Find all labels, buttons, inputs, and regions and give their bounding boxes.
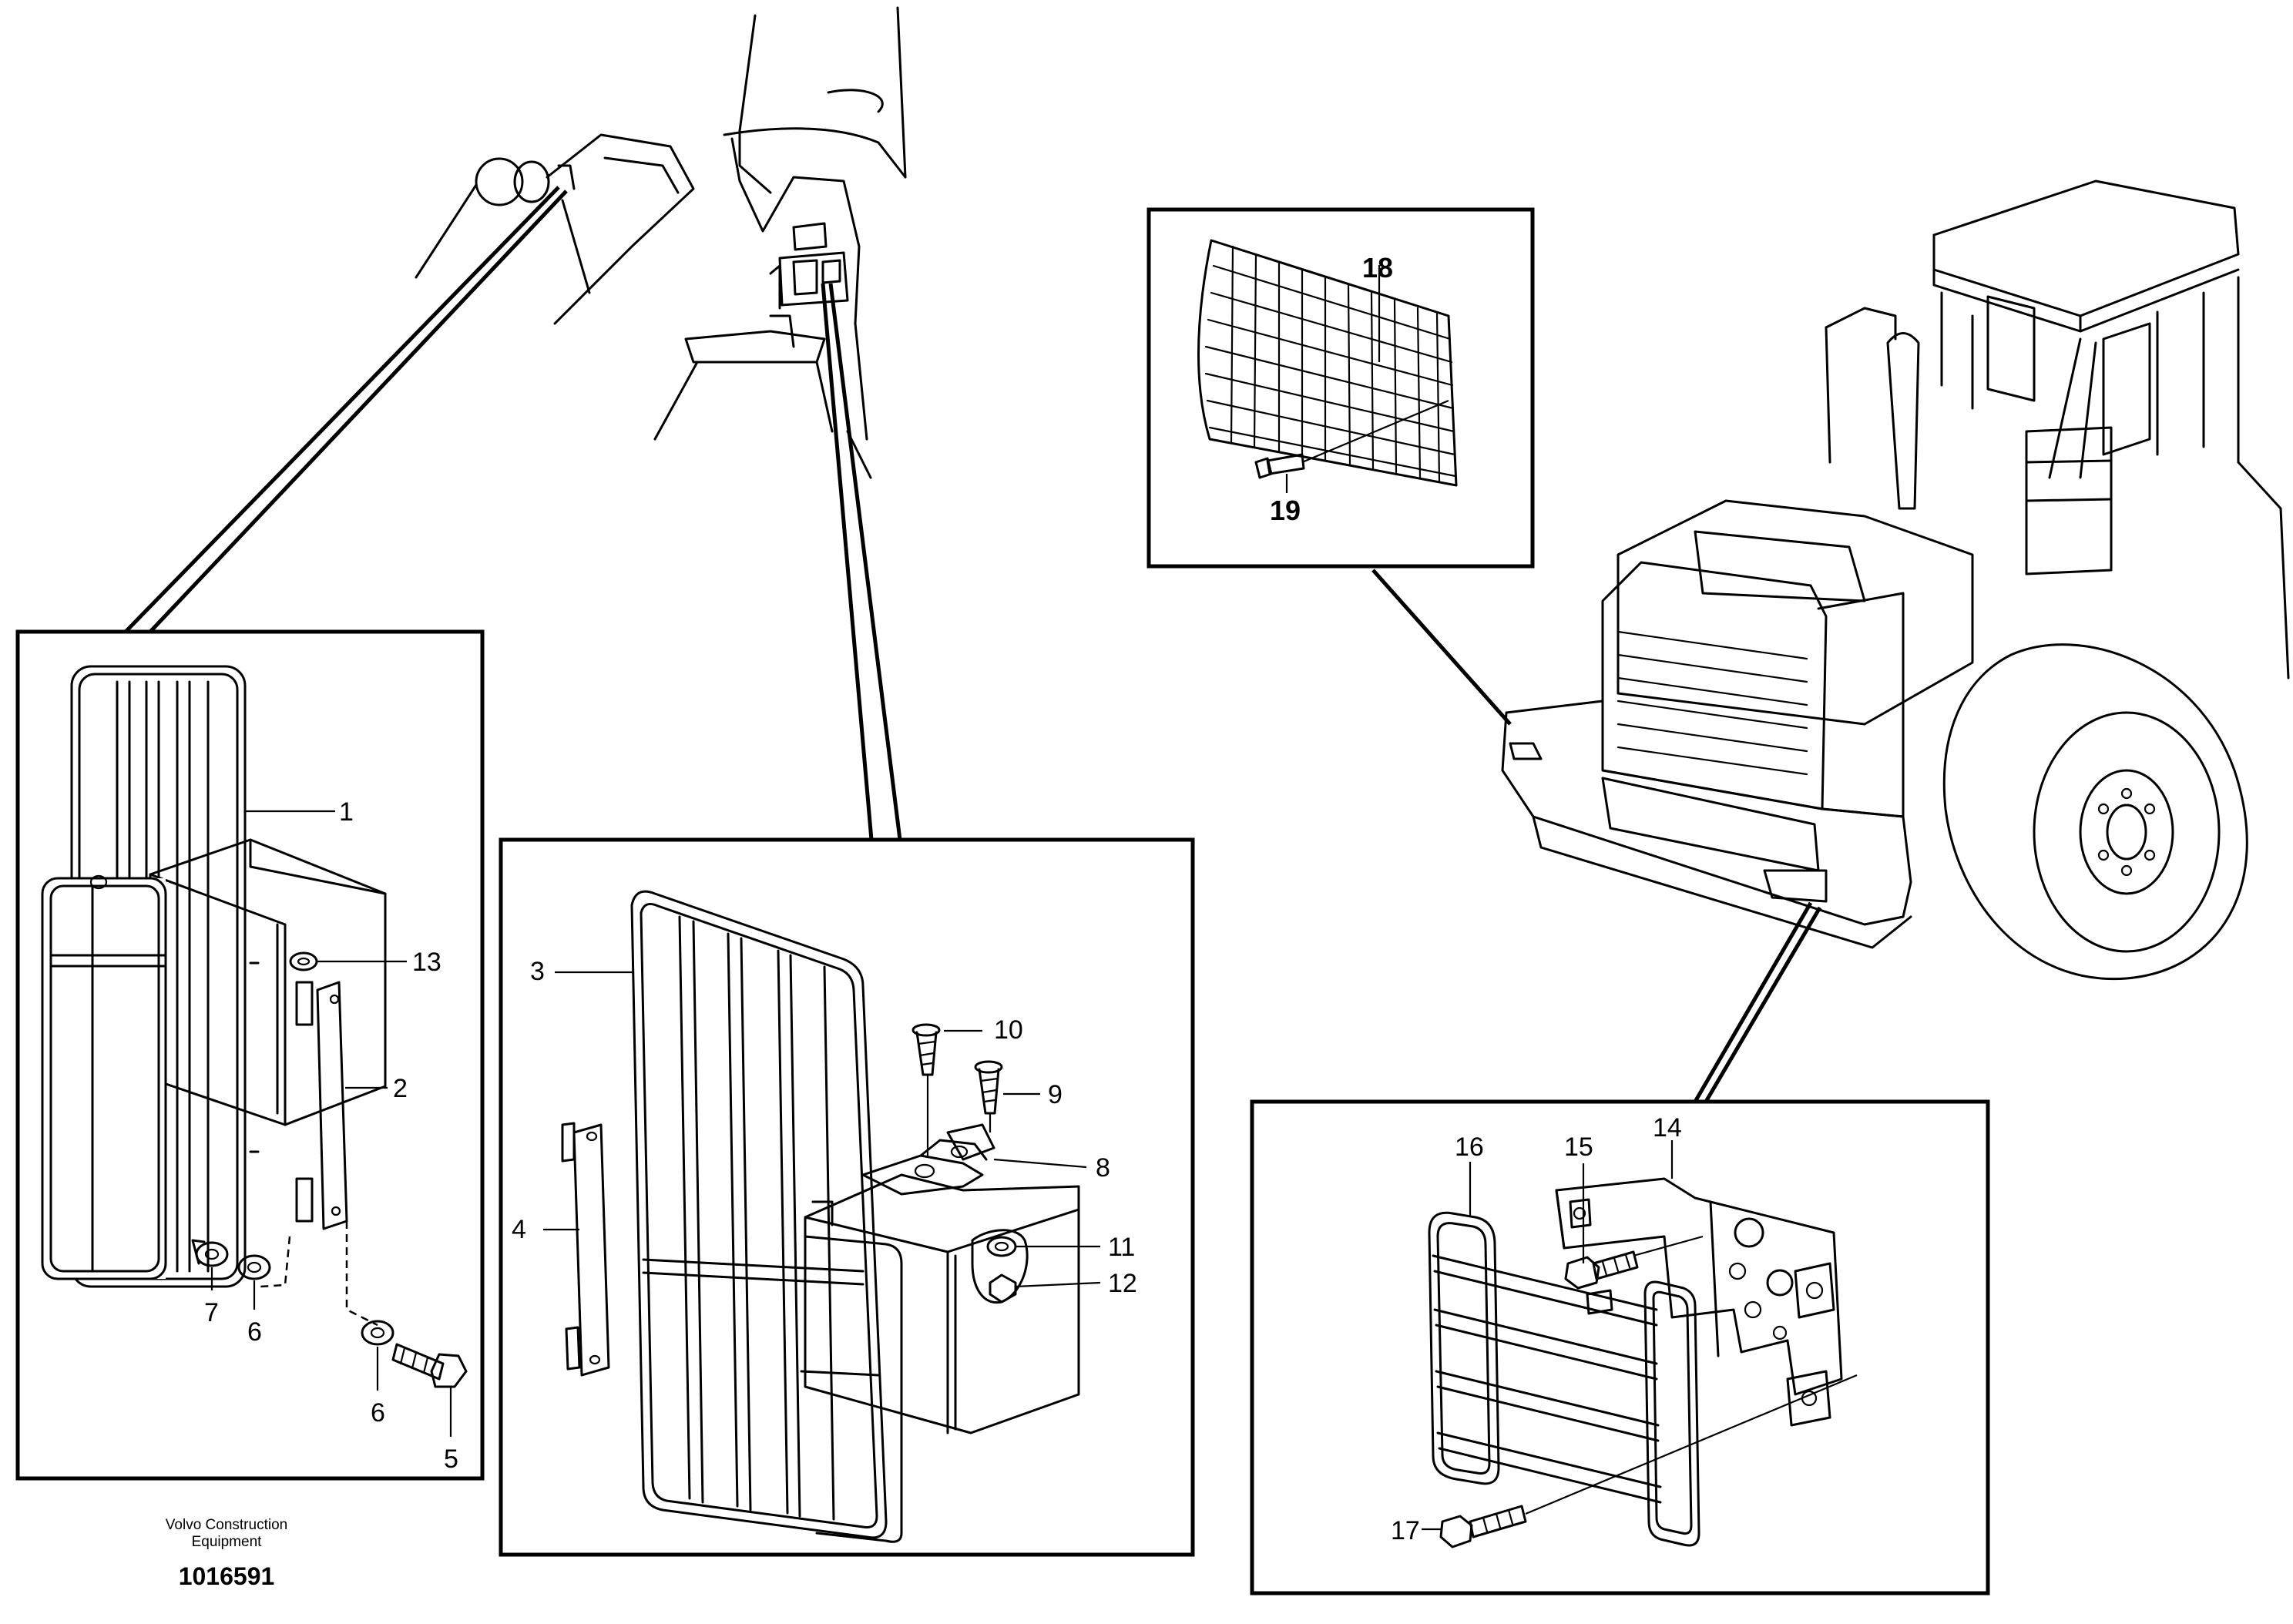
callout-14: 14 bbox=[1653, 1113, 1682, 1143]
callout-7: 7 bbox=[204, 1298, 219, 1327]
wheel-loader-front bbox=[1501, 180, 2290, 981]
machine-rear-view bbox=[415, 6, 907, 479]
grille-middle-front bbox=[800, 1235, 903, 1543]
callout-1: 1 bbox=[339, 797, 354, 827]
callout-17: 17 bbox=[1391, 1516, 1420, 1545]
callout-6b: 6 bbox=[371, 1398, 385, 1428]
bolt-19 bbox=[1254, 453, 1305, 479]
latch-8 bbox=[861, 1123, 995, 1196]
footer: Volvo Construction Equipment 1016591 bbox=[166, 1517, 287, 1590]
bolt-15 bbox=[1564, 1235, 1704, 1290]
callout-4: 4 bbox=[512, 1215, 526, 1244]
callout-8: 8 bbox=[1096, 1153, 1110, 1183]
washer-6a bbox=[237, 1254, 271, 1280]
callout-18: 18 bbox=[1362, 252, 1393, 284]
grille-front bbox=[41, 877, 167, 1280]
callout-19: 19 bbox=[1270, 495, 1301, 526]
detail-box-left: 1 13 2 7 6 6 5 bbox=[15, 629, 485, 1481]
callout-15: 15 bbox=[1564, 1132, 1593, 1162]
washer-6b bbox=[361, 1320, 394, 1346]
washer-7 bbox=[191, 1239, 229, 1267]
screw-9 bbox=[974, 1060, 1003, 1132]
callout-9: 9 bbox=[1048, 1080, 1063, 1109]
callout-12: 12 bbox=[1108, 1269, 1137, 1298]
bolt-17 bbox=[1439, 1374, 1858, 1549]
callout-2: 2 bbox=[393, 1074, 408, 1103]
battery-box-middle bbox=[804, 1173, 1080, 1434]
detail-box-bottom-right: 16 15 14 17 bbox=[1250, 1099, 1990, 1595]
grille-middle bbox=[630, 890, 888, 1539]
callout-6a: 6 bbox=[247, 1317, 262, 1347]
front-wheel bbox=[1942, 643, 2248, 981]
callout-11: 11 bbox=[1108, 1233, 1135, 1262]
callout-16: 16 bbox=[1455, 1132, 1484, 1162]
callout-13: 13 bbox=[412, 948, 441, 977]
detail-box-middle: 3 4 10 9 8 11 12 bbox=[499, 837, 1195, 1557]
manufacturer-line-2: Equipment bbox=[192, 1534, 263, 1550]
callout-5: 5 bbox=[444, 1444, 458, 1474]
mesh-grille bbox=[1197, 239, 1458, 487]
manufacturer-line-1: Volvo Construction bbox=[166, 1517, 287, 1533]
hinge-middle bbox=[561, 1122, 610, 1377]
detail-box-top: 18 19 bbox=[1146, 207, 1535, 569]
mounting-bracket bbox=[1555, 1177, 1843, 1427]
callout-10: 10 bbox=[994, 1015, 1023, 1045]
detail-leaders bbox=[124, 186, 1822, 1103]
bolt-5 bbox=[391, 1343, 468, 1388]
drawing-number: 1016591 bbox=[179, 1562, 275, 1590]
screw-10 bbox=[911, 1023, 941, 1156]
callout-3: 3 bbox=[530, 957, 545, 986]
hoop-guard bbox=[1428, 1211, 1700, 1547]
